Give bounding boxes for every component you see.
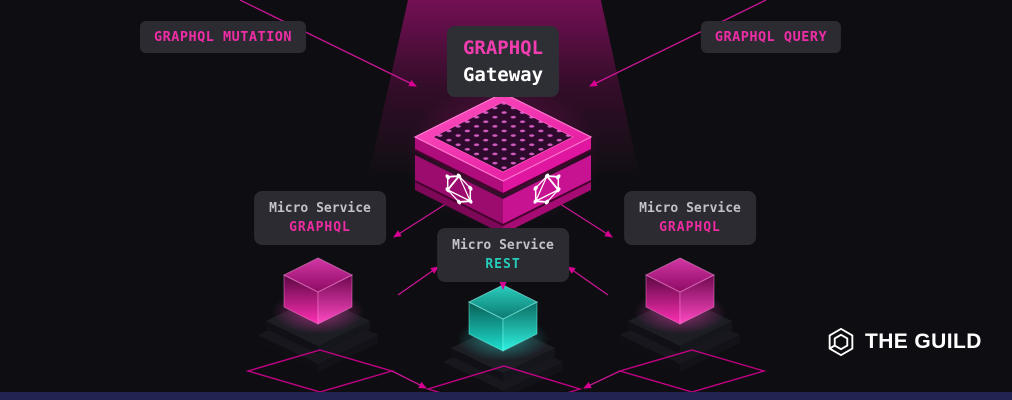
graphql-query-badge: GRAPHQL QUERY [700,21,842,53]
gateway-label-title: GRAPHQL [462,37,544,59]
gateway-label: GRAPHQL Gateway [446,26,560,98]
service-subtitle: REST [485,256,521,272]
gateway-isometric [413,92,593,234]
graphql-mutation-badge: GRAPHQL MUTATION [139,21,307,53]
graphql-logo-icon [533,173,561,205]
service-title: Micro Service [452,238,554,253]
service-subtitle: GRAPHQL [659,219,721,235]
bottom-accent-bar [0,392,1012,400]
the-guild-logo: THE GUILD [826,327,982,357]
service-label-graphql-left: Micro Service GRAPHQL [254,191,386,245]
brand-text: THE GUILD [865,330,982,353]
service-title: Micro Service [639,201,741,216]
service-label-rest-center: Micro Service REST [437,228,569,282]
gateway-label-subtitle: Gateway [462,63,544,86]
guild-hexagon-icon [828,327,854,357]
service-title: Micro Service [269,201,371,216]
service-cube-graphql-right [620,257,740,372]
service-subtitle: GRAPHQL [289,219,351,235]
service-cube-graphql-left [258,257,378,372]
graphql-logo-icon [445,173,473,205]
service-label-graphql-right: Micro Service GRAPHQL [624,191,756,245]
service-cube-rest-center [443,284,563,399]
